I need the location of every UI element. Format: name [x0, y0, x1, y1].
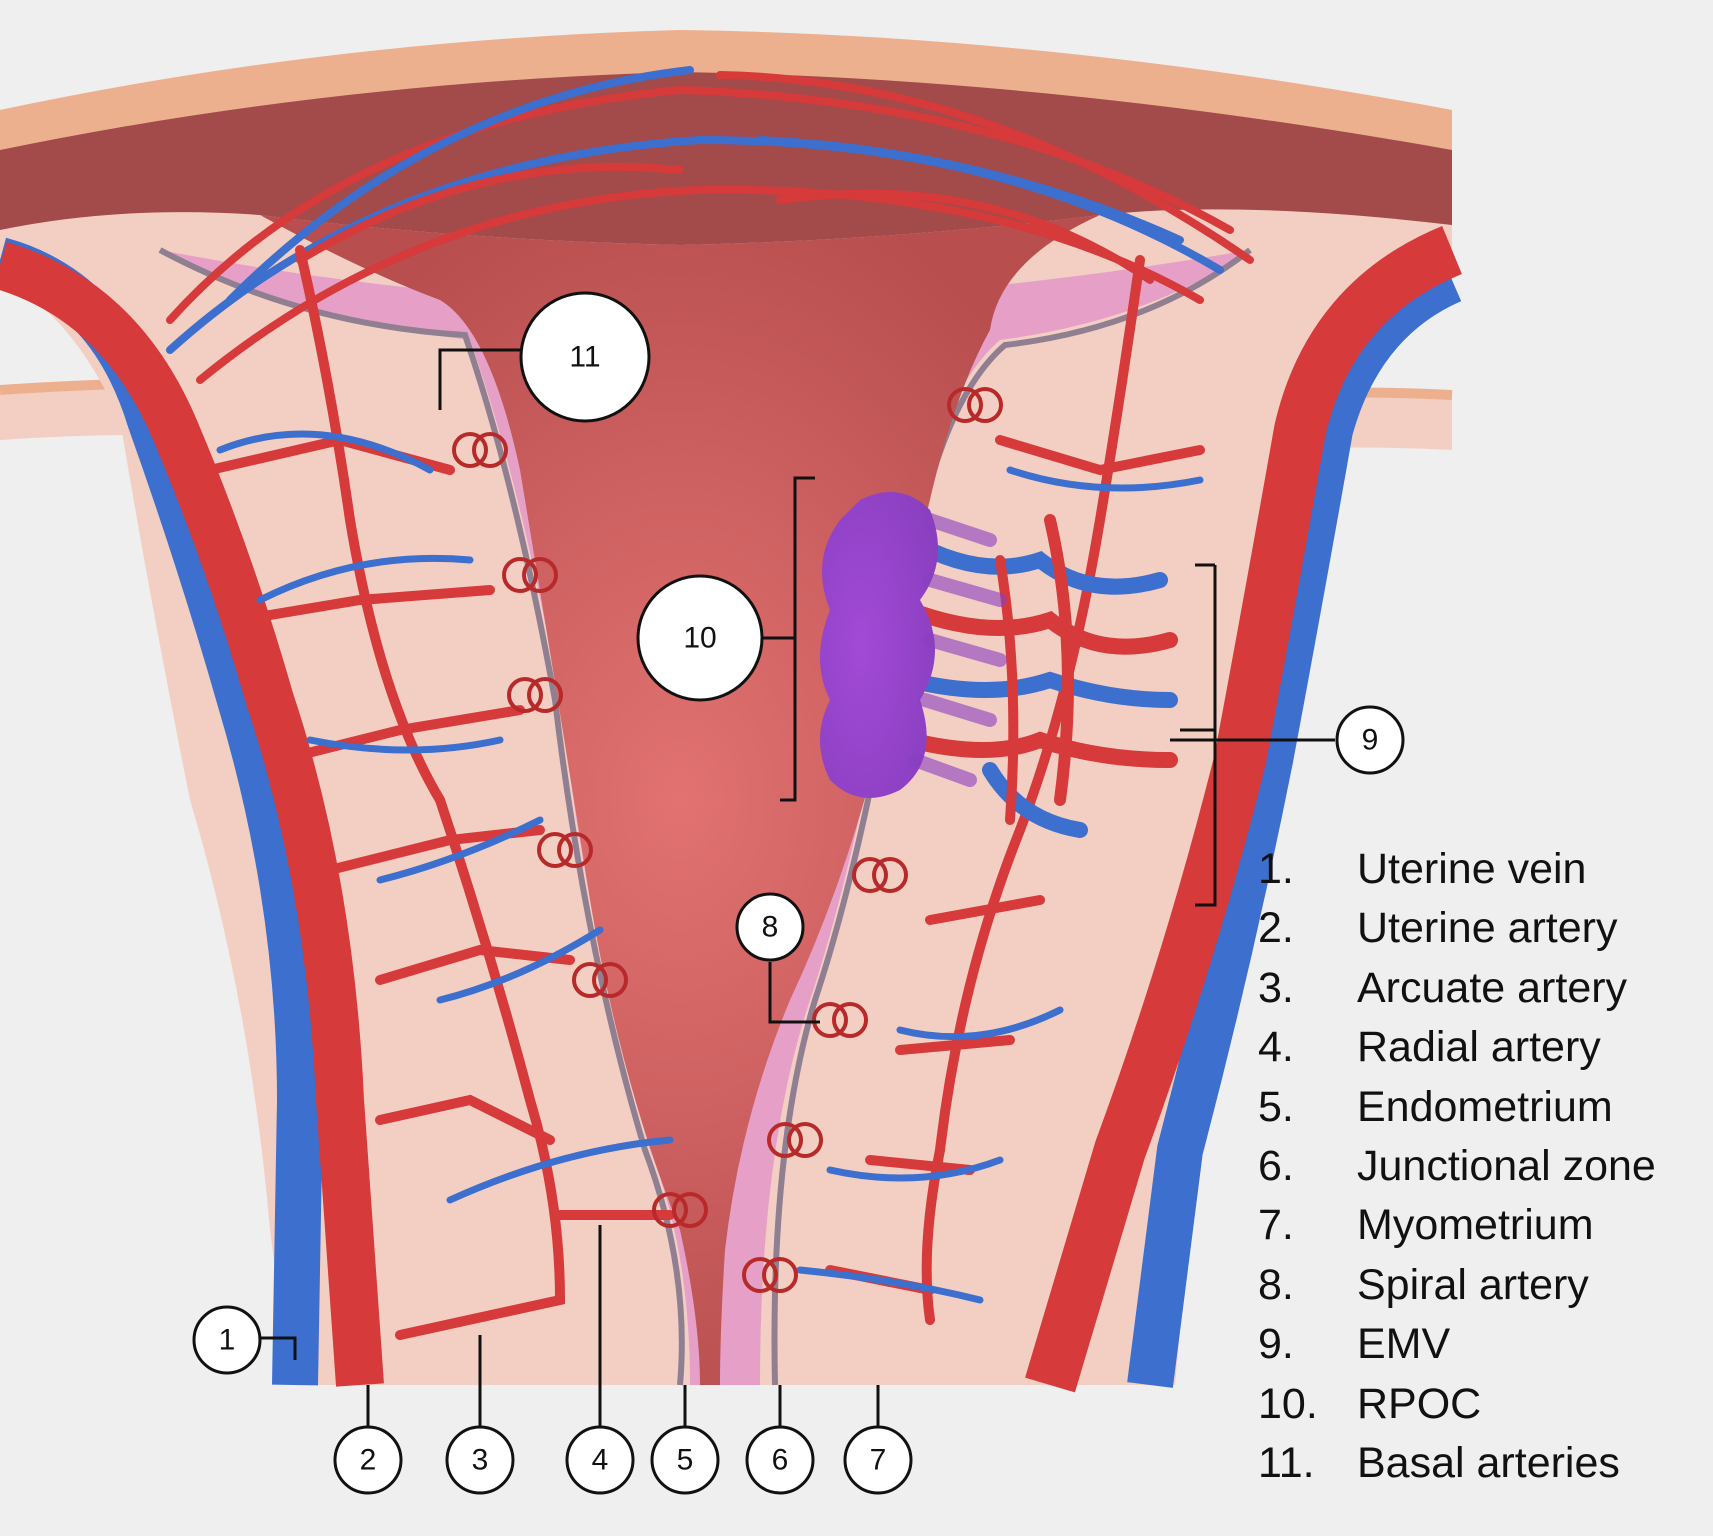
svg-text:6: 6 [772, 1444, 789, 1477]
svg-text:9: 9 [1362, 724, 1379, 757]
callout-1: 1 [192, 1305, 262, 1375]
legend-number: 7. [1258, 1201, 1294, 1250]
legend-label: Myometrium [1357, 1201, 1594, 1250]
legend-item: 2. Uterine artery [1258, 899, 1656, 958]
legend-number: 5. [1258, 1082, 1294, 1131]
svg-text:3: 3 [472, 1444, 489, 1477]
legend-label: Uterine artery [1357, 904, 1618, 953]
uterine-artery-right [1025, 225, 1463, 1393]
legend-item: 6. Junctional zone [1258, 1137, 1656, 1196]
svg-text:5: 5 [677, 1444, 694, 1477]
spiral-artery-coils-left [452, 432, 708, 1228]
rpoc-mass [820, 492, 1007, 798]
callout-11: 11 [519, 291, 651, 423]
callout-5: 5 [650, 1425, 720, 1495]
fundal-vessels [166, 66, 1254, 384]
legend-label: Junctional zone [1357, 1142, 1656, 1191]
legend-label: Basal arteries [1357, 1439, 1620, 1488]
legend-item: 5. Endometrium [1258, 1078, 1656, 1137]
legend-number: 4. [1258, 1023, 1294, 1072]
serosa-band-top [0, 30, 1452, 150]
legend-number: 11. [1258, 1439, 1315, 1488]
svg-text:7: 7 [870, 1444, 887, 1477]
legend-number: 8. [1258, 1260, 1294, 1309]
callout-2: 2 [333, 1425, 403, 1495]
legend-item: 1. Uterine vein [1258, 840, 1656, 899]
callout-8: 8 [735, 892, 805, 962]
svg-text:1: 1 [219, 1324, 236, 1357]
legend-number: 10. [1258, 1379, 1318, 1428]
legend-label: Uterine vein [1357, 845, 1587, 893]
uterine-artery-left [0, 241, 384, 1387]
svg-text:8: 8 [762, 911, 779, 944]
legend-item: 7. Myometrium [1258, 1196, 1656, 1255]
callout-10: 10 [636, 574, 764, 702]
callout-6: 6 [745, 1425, 815, 1495]
legend-item: 3. Arcuate artery [1258, 959, 1656, 1018]
legend: 1. Uterine vein 2. Uterine artery 3. Arc… [1258, 840, 1656, 1493]
legend-label: Spiral artery [1357, 1260, 1589, 1309]
leader-lines [260, 348, 1335, 1430]
right-branches [796, 255, 1205, 1325]
svg-text:10: 10 [683, 622, 716, 655]
left-branches [205, 245, 675, 1340]
emv-vessels [902, 514, 1178, 838]
callout-9: 9 [1335, 705, 1405, 775]
uterine-vein-right [1127, 258, 1462, 1388]
legend-number: 2. [1258, 904, 1294, 953]
legend-number: 3. [1258, 963, 1294, 1012]
legend-label: RPOC [1357, 1379, 1482, 1428]
spiral-artery-coils-right [742, 387, 1003, 1293]
svg-text:4: 4 [592, 1444, 609, 1477]
legend-number: 9. [1258, 1320, 1294, 1369]
legend-number: 1. [1258, 845, 1294, 893]
svg-text:11: 11 [569, 341, 600, 374]
legend-item: 10. RPOC [1258, 1375, 1656, 1434]
callout-4: 4 [565, 1425, 635, 1495]
legend-item: 4. Radial artery [1258, 1018, 1656, 1077]
legend-label: Radial artery [1357, 1023, 1601, 1072]
legend-item: 8. Spiral artery [1258, 1256, 1656, 1315]
legend-item: 11. Basal arteries [1258, 1434, 1656, 1493]
svg-text:2: 2 [360, 1444, 377, 1477]
legend-item: 9. EMV [1258, 1315, 1656, 1374]
callout-3: 3 [445, 1425, 515, 1495]
legend-label: Endometrium [1357, 1082, 1613, 1131]
junctional-zone [158, 247, 685, 1386]
callout-7: 7 [843, 1425, 913, 1495]
legend-label: EMV [1357, 1320, 1451, 1369]
legend-number: 6. [1258, 1142, 1294, 1191]
legend-label: Arcuate artery [1357, 963, 1628, 1012]
